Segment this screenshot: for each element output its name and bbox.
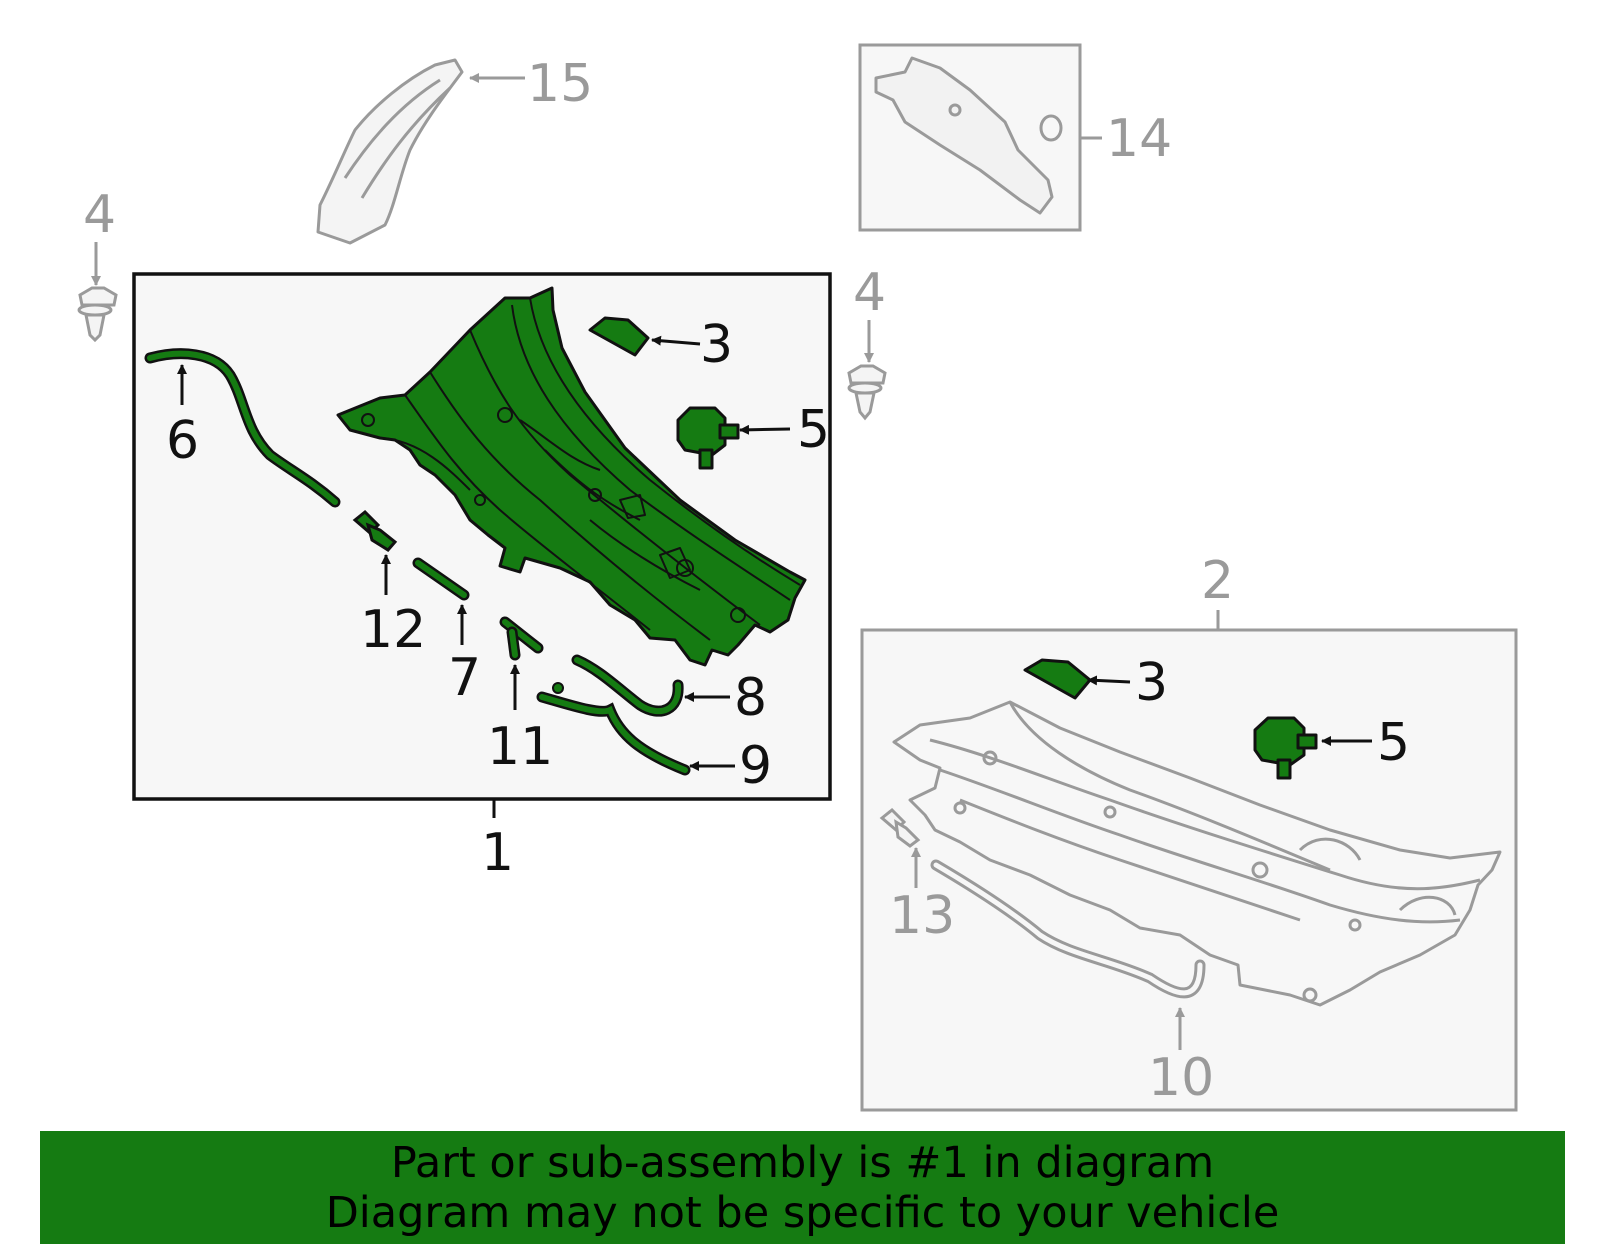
callout-10: 10 — [1148, 1048, 1214, 1108]
callout-4-left: 4 — [83, 185, 116, 245]
callout-5a: 5 — [797, 400, 830, 460]
part-3-seal-b — [1023, 658, 1092, 700]
callout-3a: 3 — [700, 315, 733, 375]
leader-5a — [739, 424, 791, 435]
part-4-clip-left — [77, 286, 118, 343]
part-5-grommet-b — [1253, 716, 1318, 780]
part-14-cowl-cover — [874, 56, 1063, 215]
callout-5b: 5 — [1377, 713, 1410, 773]
leader-3b — [1087, 675, 1131, 686]
part-15-bracket — [316, 58, 464, 245]
callout-7: 7 — [448, 648, 481, 708]
leader-3a — [651, 335, 701, 346]
callout-13: 13 — [889, 886, 955, 946]
callout-12: 12 — [360, 600, 426, 660]
callout-4-right: 4 — [853, 263, 886, 323]
callout-1: 1 — [481, 823, 514, 883]
banner-line-1: Part or sub-assembly is #1 in diagram — [390, 1137, 1215, 1188]
part-11-connector — [499, 616, 544, 661]
callout-11: 11 — [487, 717, 553, 777]
callout-14: 14 — [1106, 109, 1172, 169]
part-5-grommet-a — [676, 406, 740, 470]
part-1-cowl-panel — [336, 286, 807, 667]
callout-3b: 3 — [1135, 653, 1168, 713]
callout-8: 8 — [734, 668, 767, 728]
part-2-box — [860, 628, 1518, 1112]
part-2-cowl-panel — [892, 700, 1502, 1007]
callout-9: 9 — [739, 736, 772, 796]
banner-line-2: Diagram may not be specific to your vehi… — [325, 1187, 1280, 1238]
part-12-nozzle — [352, 509, 398, 552]
part-3-seal-a — [588, 316, 650, 357]
info-banner: Part or sub-assembly is #1 in diagram Di… — [40, 1131, 1565, 1244]
part-13-nozzle — [879, 807, 921, 848]
callout-2: 2 — [1201, 551, 1234, 611]
part-4-clip-right — [847, 364, 887, 421]
callout-6: 6 — [166, 411, 199, 471]
callout-15: 15 — [527, 54, 593, 114]
